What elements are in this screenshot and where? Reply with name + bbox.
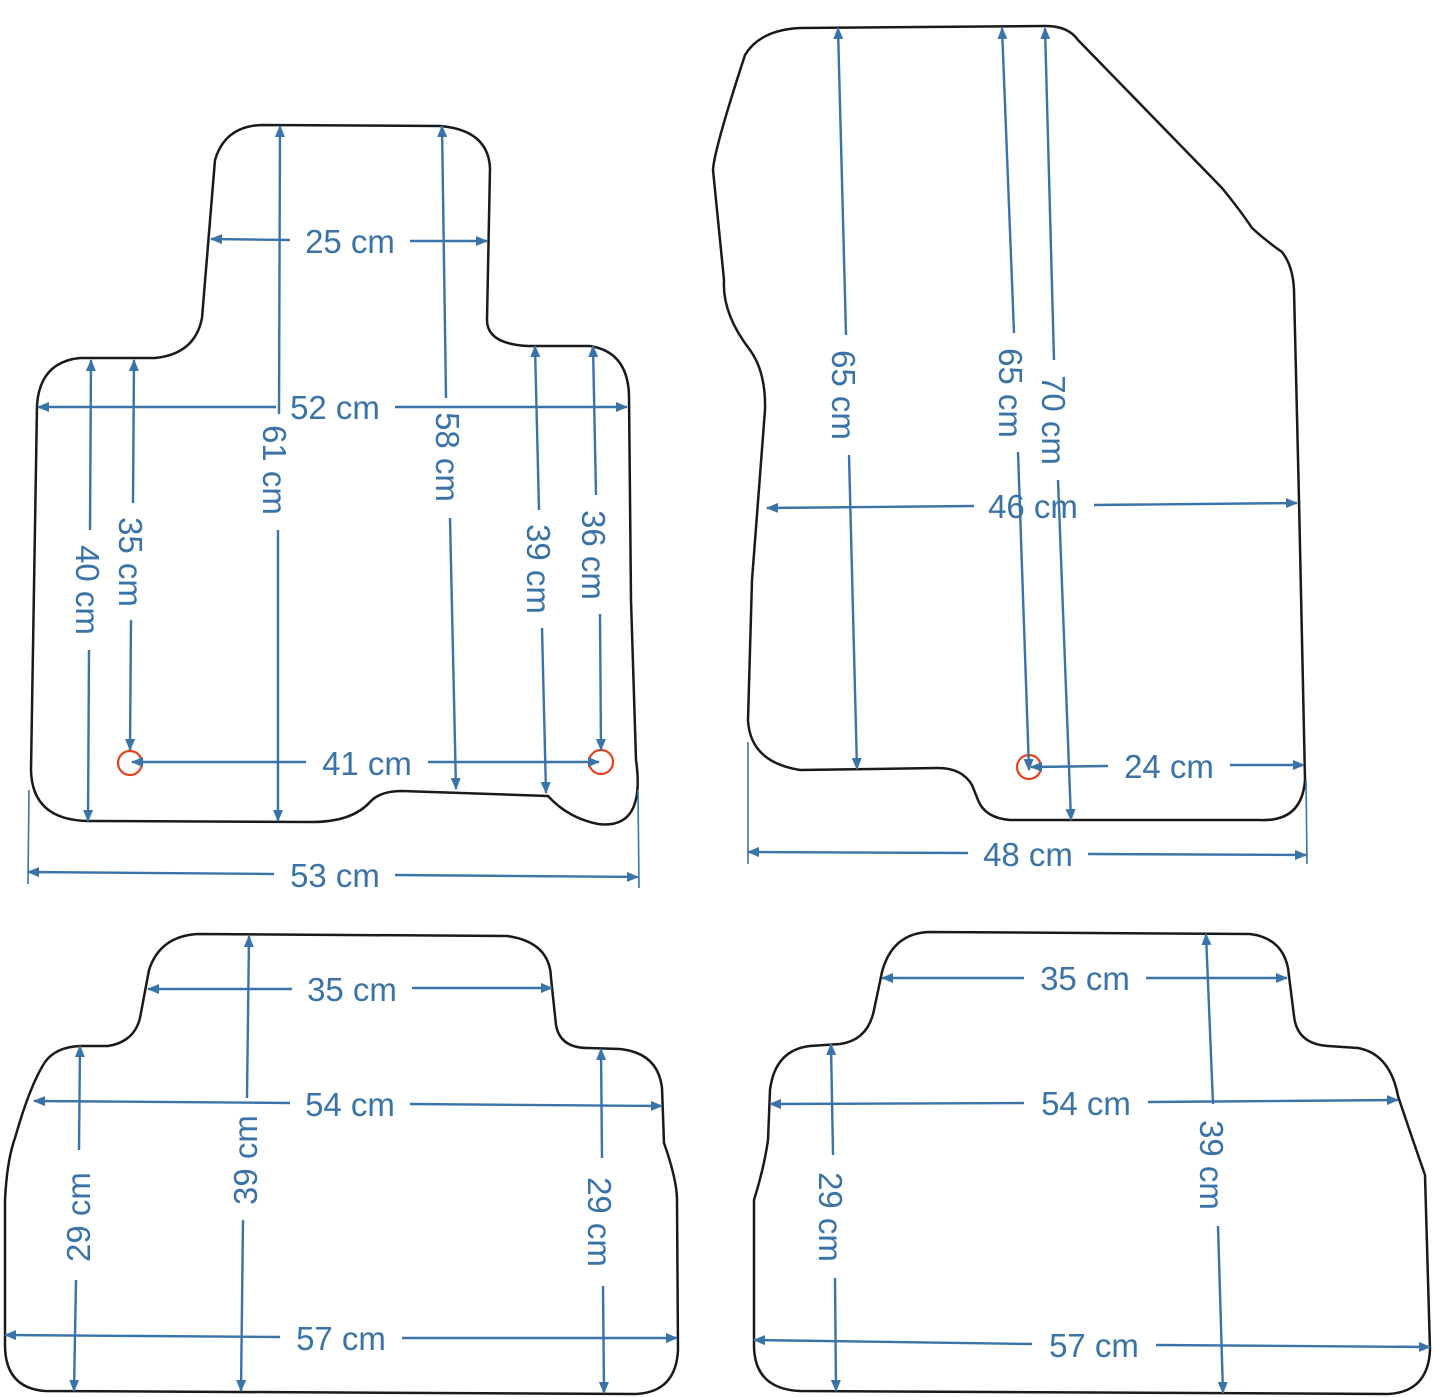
front-left-fixing-spacing-label: 41 cm bbox=[322, 745, 412, 782]
front-left-extension-right bbox=[637, 789, 640, 889]
rear-left-top-width-dimension: 35 cm bbox=[147, 971, 553, 1008]
front-right-width-label: 46 cm bbox=[988, 488, 1078, 525]
front-left-inner-left-length-label: 35 cm bbox=[112, 517, 149, 607]
front-right-max-length-dimension: 70 cm bbox=[1035, 27, 1076, 821]
rear-right-middle-width-label: 54 cm bbox=[1041, 1085, 1131, 1122]
front-left-inner-right-length-label: 39 cm bbox=[520, 524, 557, 614]
front-right-extension-right bbox=[1305, 779, 1308, 865]
front-right-max-length-label: 70 cm bbox=[1035, 375, 1072, 465]
rear-left-mat-outline bbox=[3, 932, 680, 1396]
front-right-right-length-label: 65 cm bbox=[992, 348, 1029, 438]
front-left-fixing-spacing-dimension: 41 cm bbox=[131, 745, 600, 782]
front-right-fixing-offset-label: 24 cm bbox=[1124, 748, 1214, 785]
front-left-width-dimension: 52 cm bbox=[37, 389, 628, 426]
front-left-extension-left bbox=[27, 789, 30, 885]
front-right-mat-outline bbox=[711, 24, 1307, 822]
rear-left-right-length-dimension: 29 cm bbox=[581, 1048, 618, 1394]
rear-left-center-length-label: 39 cm bbox=[227, 1115, 264, 1205]
rear-right-right-length-label: 39 cm bbox=[1193, 1120, 1230, 1210]
rear-left-top-width-label: 35 cm bbox=[307, 971, 397, 1008]
front-right-overall-width-label: 48 cm bbox=[983, 836, 1073, 873]
rear-right-top-width-dimension: 35 cm bbox=[881, 960, 1288, 997]
rear-right-middle-width-dimension: 54 cm bbox=[769, 1085, 1399, 1122]
rear-right-bottom-width-label: 57 cm bbox=[1049, 1327, 1139, 1364]
front-left-mat-outline bbox=[29, 123, 639, 826]
rear-left-middle-width-dimension: 54 cm bbox=[33, 1086, 663, 1123]
rear-left-bottom-width-label: 57 cm bbox=[296, 1320, 386, 1357]
rear-right-mat-outline bbox=[752, 930, 1432, 1396]
front-left-center-left-length-label: 61 cm bbox=[256, 425, 293, 515]
front-left-center-left-length-dimension: 61 cm bbox=[256, 125, 293, 822]
front-left-overall-width-dimension: 53 cm bbox=[27, 857, 639, 894]
front-left-center-right-length-dimension: 58 cm bbox=[429, 125, 466, 790]
front-left-center-right-length-label: 58 cm bbox=[429, 412, 466, 502]
front-right-right-length-dimension: 65 cm bbox=[992, 27, 1034, 771]
front-left-outer-right-length-label: 36 cm bbox=[575, 510, 612, 600]
front-left-outer-left-length-label: 40 cm bbox=[69, 545, 106, 635]
front-left-inner-right-length-dimension: 39 cm bbox=[520, 345, 557, 794]
front-left-inner-left-length-dimension: 35 cm bbox=[112, 359, 149, 751]
front-right-left-length-dimension: 65 cm bbox=[825, 27, 862, 770]
rear-left-center-length-dimension: 39 cm bbox=[227, 935, 264, 1392]
front-left-width-label: 52 cm bbox=[290, 389, 380, 426]
front-left-upper-width-dimension: 25 cm bbox=[210, 223, 488, 260]
rear-right-bottom-width-dimension: 57 cm bbox=[753, 1327, 1431, 1364]
rear-right-left-length-dimension: 29 cm bbox=[812, 1043, 849, 1392]
rear-right-left-length-label: 29 cm bbox=[812, 1172, 849, 1262]
front-left-outer-left-length-dimension: 40 cm bbox=[69, 359, 106, 822]
rear-right-top-width-label: 35 cm bbox=[1040, 960, 1130, 997]
front-left-overall-width-label: 53 cm bbox=[290, 857, 380, 894]
rear-left-middle-width-label: 54 cm bbox=[305, 1086, 395, 1123]
front-right-fixing-offset-dimension: 24 cm bbox=[1030, 748, 1305, 785]
front-right-width-dimension: 46 cm bbox=[766, 488, 1298, 525]
front-right-left-length-label: 65 cm bbox=[825, 350, 862, 440]
front-right-overall-width-dimension: 48 cm bbox=[747, 836, 1307, 873]
rear-left-bottom-width-dimension: 57 cm bbox=[4, 1320, 678, 1357]
front-left-upper-width-label: 25 cm bbox=[305, 223, 395, 260]
rear-left-right-length-label: 29 cm bbox=[581, 1177, 618, 1267]
rear-left-left-length-label: 29 cm bbox=[60, 1172, 97, 1262]
rear-right-right-length-dimension: 39 cm bbox=[1193, 933, 1230, 1394]
front-left-outer-right-length-dimension: 36 cm bbox=[575, 345, 612, 751]
